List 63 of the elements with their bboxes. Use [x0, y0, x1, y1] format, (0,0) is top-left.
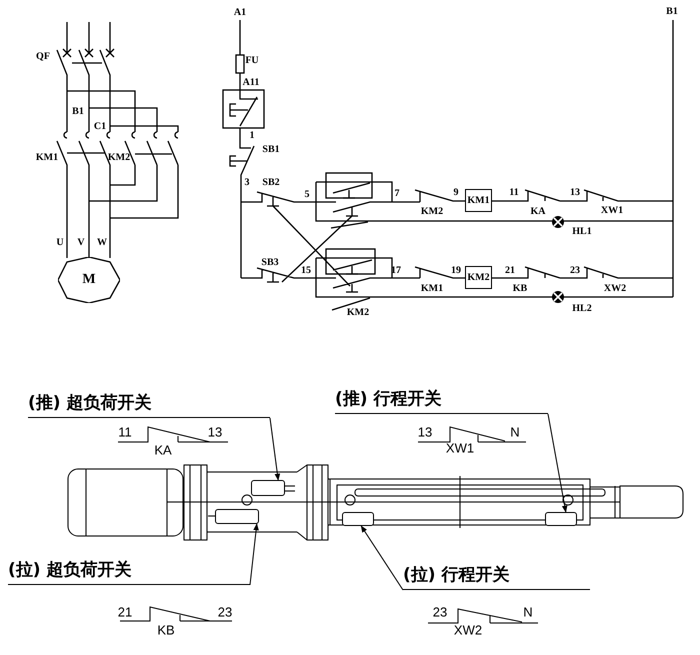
terminal-label: XW1 — [446, 442, 474, 454]
callout-text: (拉) 行程开关 — [403, 562, 590, 590]
component-label: U — [56, 238, 64, 248]
terminal-label: XW2 — [454, 624, 482, 636]
component-label: XW1 — [600, 206, 624, 216]
component-label: 13 — [570, 188, 580, 198]
component-label: 9 — [454, 188, 458, 198]
component-label: KM1 — [420, 284, 444, 294]
callout-text: (推) 行程开关 — [335, 386, 548, 414]
switch-part — [545, 512, 577, 526]
component-label: B1 — [666, 7, 678, 17]
component-label: W — [97, 238, 107, 248]
callout-text: (推) 超负荷开关 — [28, 390, 270, 418]
leader-line — [360, 525, 404, 590]
component-label: 3 — [244, 178, 250, 188]
terminal-label: 21 — [118, 606, 132, 618]
component-label: KA — [530, 207, 546, 217]
component-label: HL2 — [572, 304, 592, 314]
component-label: A11 — [242, 78, 260, 88]
component-label: 23 — [570, 266, 580, 276]
component-label: 7 — [394, 189, 400, 199]
component-label: 15 — [301, 266, 311, 276]
component-label: 19 — [451, 266, 461, 276]
component-label: V — [77, 238, 85, 248]
callout-text: (拉) 超负荷开关 — [8, 557, 250, 585]
switch-part — [215, 509, 259, 524]
terminal-label: 13 — [418, 426, 432, 438]
terminal-label: N — [523, 606, 533, 618]
component-label: 21 — [505, 266, 515, 276]
component-label: KM2 — [420, 207, 444, 217]
terminal-label: N — [510, 426, 520, 438]
leader-line — [250, 523, 259, 586]
terminal-label: KB — [157, 624, 175, 636]
component-label: C1 — [94, 122, 106, 132]
component-label: KM2 — [108, 153, 130, 163]
leader-line — [548, 414, 568, 513]
terminal-label: KA — [154, 444, 172, 456]
component-label: SB3 — [261, 258, 279, 268]
motor-symbol: M — [58, 257, 120, 303]
component-label: KM1 — [36, 153, 58, 163]
terminal-label: 23 — [218, 606, 232, 618]
component-label: SB2 — [262, 178, 280, 188]
coil-box: KM1 — [465, 189, 492, 212]
component-label: FU — [245, 56, 259, 66]
component-label: 1 — [250, 131, 254, 141]
component-label: KB — [512, 284, 528, 294]
component-label: A1 — [234, 8, 246, 18]
terminal-label: 23 — [432, 606, 448, 618]
component-label: 11 — [509, 188, 519, 198]
component-label: SB1 — [262, 145, 280, 155]
switch-part — [251, 480, 285, 496]
coil-box: KM2 — [465, 266, 492, 289]
component-label: KM2 — [346, 308, 370, 318]
component-label: XW2 — [604, 284, 626, 294]
switch-part — [342, 512, 374, 526]
component-label: 5 — [304, 190, 310, 200]
leader-line — [270, 418, 280, 481]
terminal-label: 13 — [208, 426, 222, 438]
component-label: B1 — [72, 107, 84, 117]
component-label: QF — [36, 52, 50, 62]
component-label: 17 — [391, 266, 401, 276]
terminal-label: 11 — [118, 426, 132, 438]
component-label: HL1 — [572, 227, 592, 237]
